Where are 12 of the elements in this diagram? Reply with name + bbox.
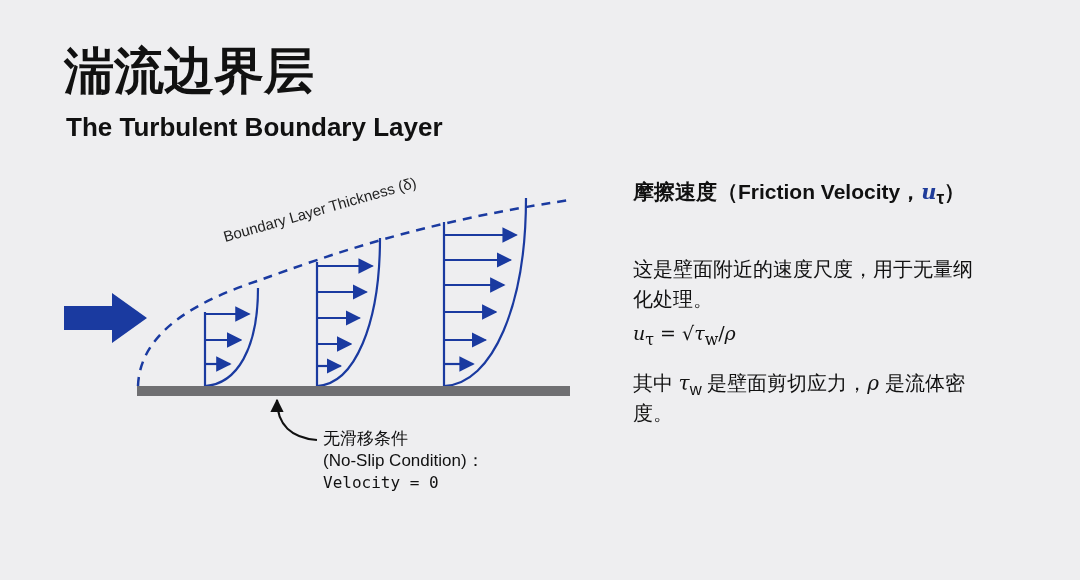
subtitle: The Turbulent Boundary Layer xyxy=(66,114,443,140)
leader-line xyxy=(271,398,318,442)
section-heading: 摩擦速度（Friction Velocity，u$_{τ}$） xyxy=(633,178,966,206)
curve-label: Boundary Layer Thickness (δ) xyxy=(221,173,419,245)
description-text: 其中 τ$_{w}$ 是壁面剪切应力，ρ 是流体密度。 xyxy=(633,370,966,426)
wall-plate xyxy=(137,386,570,396)
callout-text: 无滑移条件 xyxy=(323,428,409,450)
callout-text: (No-Slip Condition)： xyxy=(323,450,484,472)
title: 湍流边界层 xyxy=(64,46,314,96)
formula: u$_{τ}$ = √τ$_{w}$/ρ xyxy=(633,322,736,344)
description-text: 这是壁面附近的速度尺度，用于无量纲化处理。 xyxy=(633,257,974,312)
callout-text: Velocity = 0 xyxy=(323,472,440,494)
